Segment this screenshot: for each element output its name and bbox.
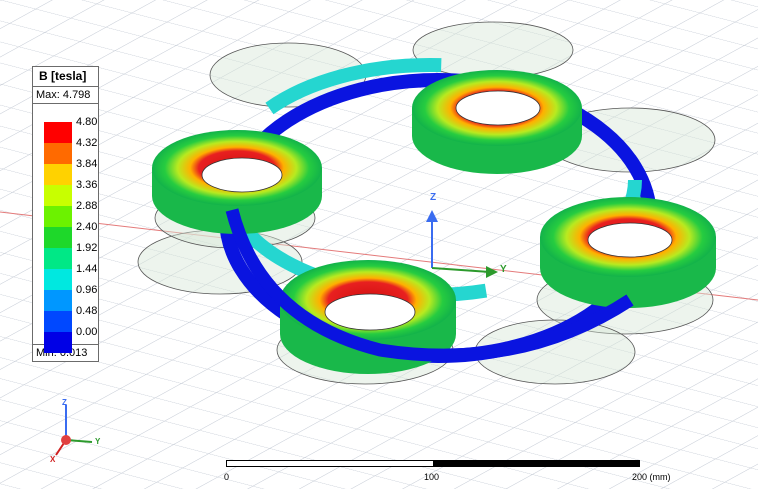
triad-x-label: X bbox=[50, 455, 56, 464]
legend-swatch bbox=[44, 269, 72, 290]
ring-front-segment bbox=[225, 208, 634, 362]
y-axis-label: Y bbox=[500, 264, 507, 275]
legend-value: 0.48 bbox=[76, 305, 98, 317]
legend-entry: 0.48 bbox=[44, 305, 97, 332]
legend-value: 4.80 bbox=[76, 116, 98, 128]
legend-max: Max: 4.798 bbox=[33, 87, 98, 104]
legend-value: 1.92 bbox=[76, 242, 98, 254]
scale-bar-black-segment bbox=[433, 461, 639, 466]
legend-swatch bbox=[44, 290, 72, 311]
legend-value: 1.44 bbox=[76, 263, 98, 275]
legend-swatch bbox=[44, 248, 72, 269]
legend-value: 2.88 bbox=[76, 200, 98, 212]
legend-value: 0.00 bbox=[76, 326, 98, 338]
legend-swatch bbox=[44, 332, 72, 353]
scale-label-start: 0 bbox=[224, 472, 230, 482]
center-axes bbox=[426, 210, 498, 278]
legend-entry: 2.40 bbox=[44, 221, 97, 248]
legend-swatch bbox=[44, 227, 72, 248]
scale-label-end: 200 (mm) bbox=[632, 472, 671, 482]
legend-value: 4.32 bbox=[76, 137, 98, 149]
legend-value: 2.40 bbox=[76, 221, 98, 233]
legend-swatch bbox=[44, 122, 72, 143]
triad-z-label: Z bbox=[62, 398, 67, 407]
legend-value: 0.96 bbox=[76, 284, 98, 296]
legend-entry: 1.92 bbox=[44, 242, 97, 269]
triad-y-label: Y bbox=[95, 437, 101, 446]
legend-entry: 0.96 bbox=[44, 284, 97, 311]
legend-swatch bbox=[44, 206, 72, 227]
legend-entry: 0.00 bbox=[44, 326, 97, 353]
legend-swatch bbox=[44, 185, 72, 206]
legend-title: B [tesla] bbox=[33, 67, 98, 87]
legend-entry: 4.80 bbox=[44, 116, 97, 143]
legend-entry: 3.84 bbox=[44, 158, 97, 185]
corner-axis-triad bbox=[55, 405, 93, 456]
legend-entry: 4.32 bbox=[44, 137, 97, 164]
coil-torus-bottom bbox=[280, 260, 456, 374]
coil-torus-left bbox=[152, 130, 322, 234]
scale-bar bbox=[226, 460, 640, 467]
coil-torus-top bbox=[412, 70, 582, 174]
legend-value: 3.84 bbox=[76, 158, 98, 170]
legend-swatch bbox=[44, 143, 72, 164]
coil-torus-right bbox=[540, 197, 716, 308]
legend-swatch bbox=[44, 164, 72, 185]
scale-label-mid: 100 bbox=[424, 472, 440, 482]
legend-value: 3.36 bbox=[76, 179, 98, 191]
legend-swatch bbox=[44, 311, 72, 332]
z-axis-label: Z bbox=[430, 192, 437, 203]
legend-entry: 3.36 bbox=[44, 179, 97, 206]
legend-entry: 2.88 bbox=[44, 200, 97, 227]
legend-entry: 1.44 bbox=[44, 263, 97, 290]
